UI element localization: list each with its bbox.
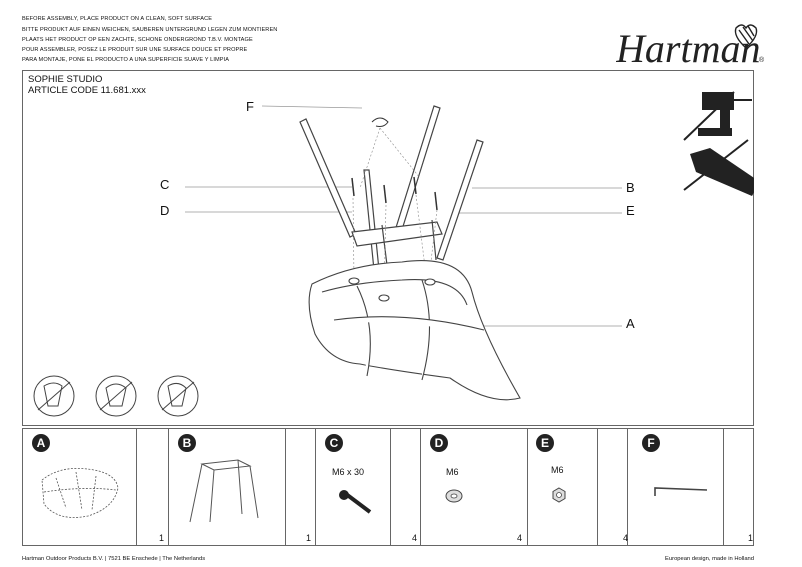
seat-illustration: [308, 260, 521, 401]
part-e-badge: E: [536, 434, 554, 452]
label-b: B: [626, 180, 635, 195]
part-e-spec: M6: [551, 465, 564, 475]
part-a-qty: 1: [159, 533, 165, 543]
part-a-badge: A: [32, 434, 50, 452]
part-c-badge: C: [325, 434, 343, 452]
parts-table: [22, 428, 754, 546]
label-e: E: [626, 203, 635, 218]
part-d-qty: 4: [517, 533, 523, 543]
label-a: A: [626, 316, 635, 331]
no-power-drill-icon: [683, 91, 752, 141]
label-d: D: [160, 203, 170, 218]
product-name: SOPHIE STUDIO: [28, 74, 103, 85]
part-b-qty: 1: [306, 533, 312, 543]
part-b-frame-icon: [189, 459, 259, 523]
part-d-washer-icon: [445, 489, 463, 503]
part-e-nut-icon: [552, 487, 566, 503]
part-b-badge: B: [178, 434, 196, 452]
part-f-qty: 1: [748, 533, 754, 543]
part-a-seat-icon: [41, 467, 119, 518]
warning-circle-icon-1: [33, 375, 75, 417]
instruction-fr: POUR ASSEMBLER, POSEZ LE PRODUIT SUR UNE…: [22, 47, 248, 53]
footer-made-in: European design, made in Holland: [665, 556, 754, 562]
instruction-en: BEFORE ASSEMBLY, PLACE PRODUCT ON A CLEA…: [22, 16, 213, 22]
frame-illustration: [299, 105, 484, 271]
warning-circle-icon-3: [157, 375, 199, 417]
article-code: ARTICLE CODE 11.681.xxx: [28, 85, 146, 96]
part-c-bolt-icon: [339, 490, 372, 514]
label-f: F: [246, 99, 254, 114]
part-d-badge: D: [430, 434, 448, 452]
warning-circle-icon-2: [95, 375, 137, 417]
no-hammer-icon: [683, 139, 754, 196]
part-d-spec: M6: [446, 467, 459, 477]
part-e-qty: 4: [623, 533, 629, 543]
label-c: C: [160, 177, 170, 192]
assembly-diagram-frame: [22, 70, 754, 426]
part-f-allen-key-icon: [654, 487, 708, 496]
product-title: SOPHIE STUDIO ARTICLE CODE 11.681.xxx: [28, 74, 146, 96]
footer-company: Hartman Outdoor Products B.V. | 7521 BE …: [22, 556, 206, 562]
instruction-nl: PLAATS HET PRODUCT OP EEN ZACHTE, SCHONE…: [22, 37, 253, 43]
logo-text: Hartman: [616, 26, 760, 71]
hartman-logo: Hartman ®: [615, 14, 766, 74]
part-c-qty: 4: [412, 533, 418, 543]
logo-registered: ®: [759, 56, 765, 64]
part-c-spec: M6 x 30: [332, 467, 365, 477]
part-f-badge: F: [642, 434, 660, 452]
instruction-es: PARA MONTAJE, PONE EL PRODUCTO A UNA SUP…: [22, 57, 230, 63]
instruction-de: BITTE PRODUKT AUF EINEN WEICHEN, SAUBERE…: [22, 27, 278, 33]
assembly-illustration: [33, 91, 754, 417]
